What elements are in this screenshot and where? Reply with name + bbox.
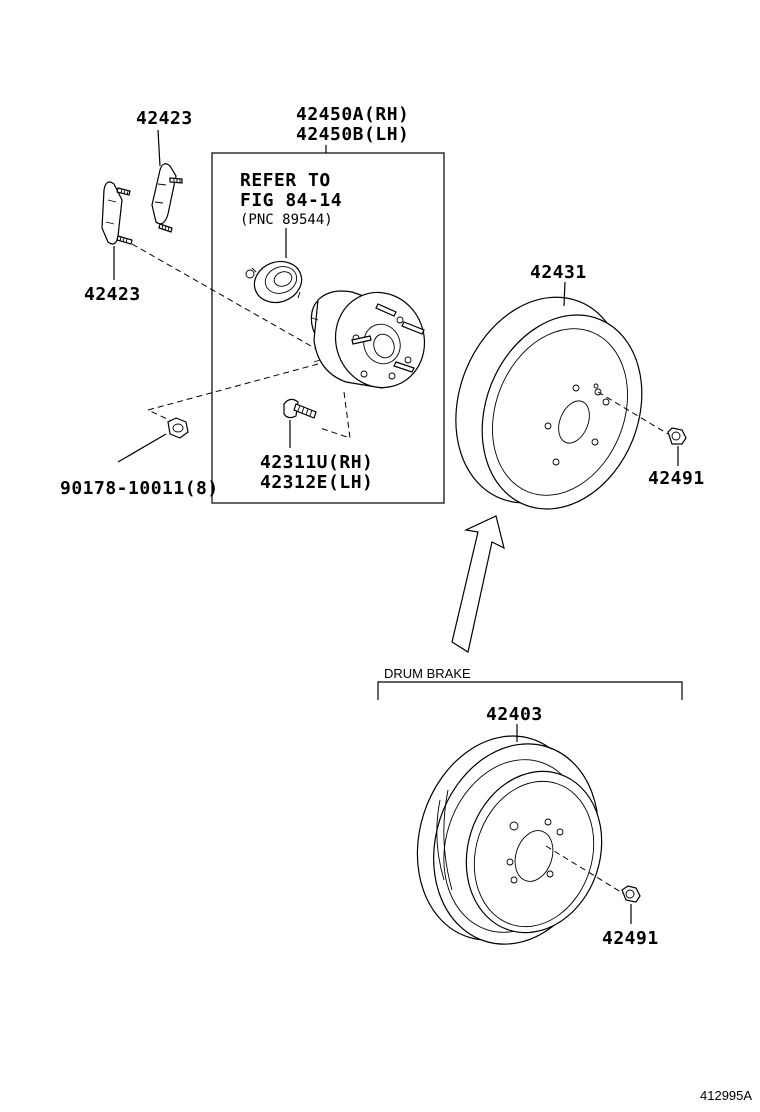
drum-screw[interactable] [621, 885, 641, 903]
hub[interactable] [302, 280, 437, 400]
callout-hub-lh: 42450B(LH) [296, 124, 409, 145]
callout-nut: 90178-10011(8) [60, 478, 219, 499]
leader-disc [563, 281, 566, 307]
hub-nut[interactable] [167, 417, 189, 439]
disc-screw[interactable] [667, 427, 687, 445]
leader-arm-upper [157, 129, 161, 167]
callout-arm-lower: 42423 [84, 284, 141, 305]
brake-arm-upper[interactable] [151, 163, 183, 233]
hub-bolt[interactable] [283, 398, 317, 419]
callout-disc: 42431 [530, 262, 587, 283]
dashed-line-drum-screw [545, 845, 625, 895]
callout-bolt-lh: 42312E(LH) [260, 472, 373, 493]
callout-disc-screw: 42491 [648, 468, 705, 489]
dashed-line-bolt [319, 391, 351, 439]
brake-arm-lower[interactable] [101, 181, 133, 245]
figure-id: 412995A [700, 1088, 752, 1103]
bearing[interactable] [245, 255, 307, 309]
arrow-up [451, 515, 505, 653]
dashed-line-arm [131, 243, 319, 351]
hub-assembly-box [211, 152, 445, 504]
dashed-line-disc-screw [597, 391, 669, 435]
disc-rotor[interactable] [426, 272, 670, 533]
drum-brake-label: DRUM BRAKE [384, 666, 471, 681]
callout-hub-rh: 42450A(RH) [296, 104, 409, 125]
leader-nut [117, 433, 167, 463]
refer-line2: FIG 84-14 [240, 190, 342, 211]
refer-line1: REFER TO [240, 170, 331, 191]
callout-drum: 42403 [486, 704, 543, 725]
refer-line3: (PNC 89544) [240, 212, 333, 228]
callout-bolt-rh: 42311U(RH) [260, 452, 373, 473]
callout-arm-upper: 42423 [136, 108, 193, 129]
callout-drum-screw: 42491 [602, 928, 659, 949]
drum-brake-bracket [377, 681, 683, 700]
brake-drum[interactable] [392, 714, 624, 965]
